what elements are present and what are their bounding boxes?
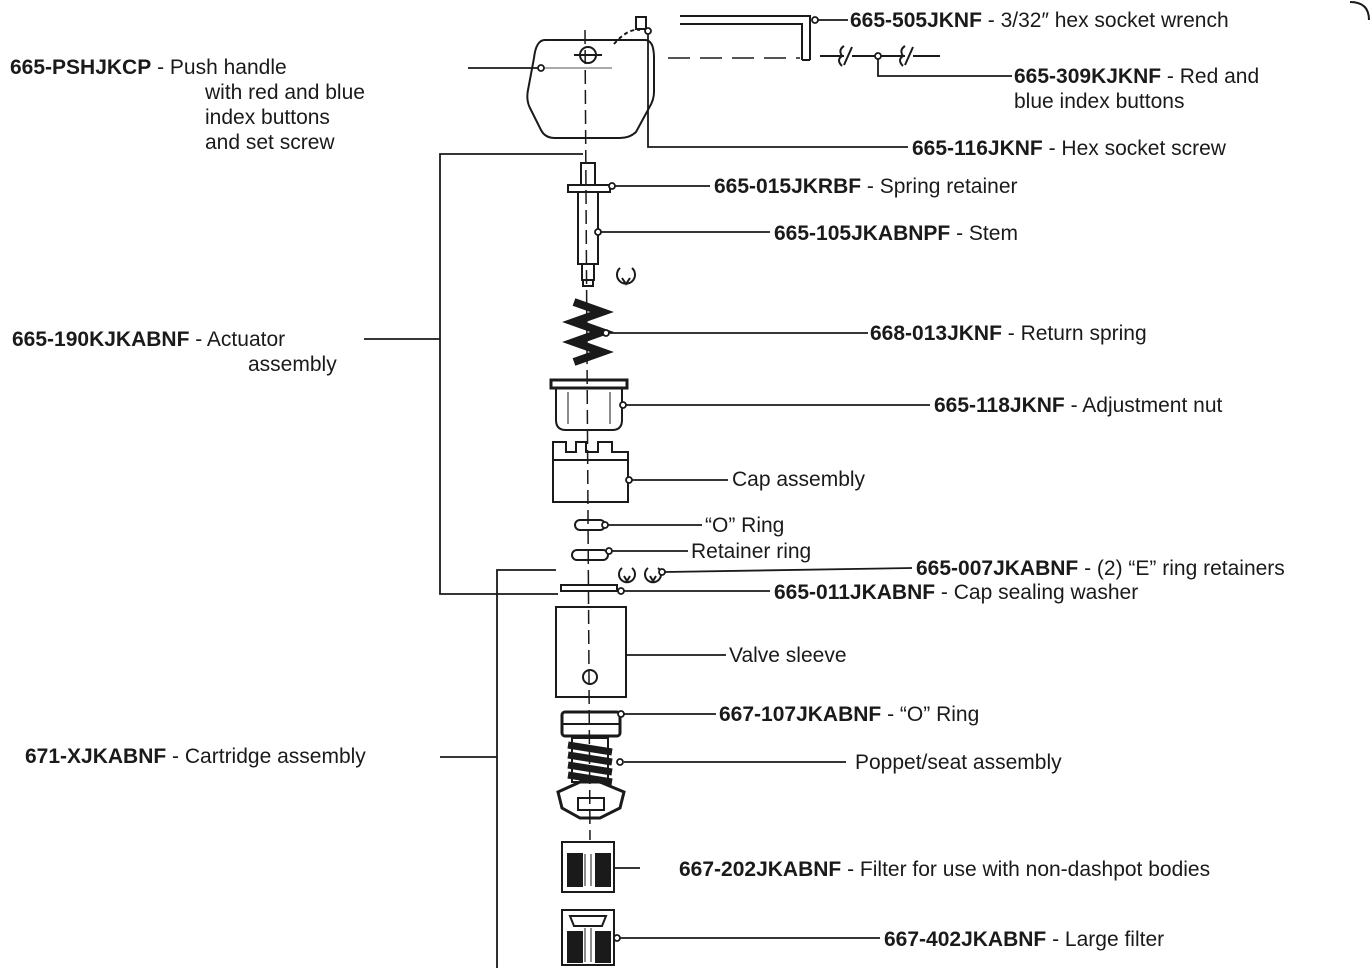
- label-116: 665-116JKNF - Hex socket screw: [912, 137, 1226, 160]
- label-actuator: 665-190KJKABNF - Actuator assembly: [12, 328, 337, 376]
- cap-assembly-drawing: [552, 441, 629, 503]
- label-007: 665-007JKABNF - (2) “E” ring retainers: [916, 557, 1285, 580]
- label-118: 665-118JKNF - Adjustment nut: [934, 394, 1223, 417]
- o-ring-drawing: [574, 519, 606, 531]
- push-handle-drawing: [526, 16, 655, 139]
- label-013: 668-013JKNF - Return spring: [870, 322, 1147, 345]
- return-spring-drawing: [562, 298, 614, 366]
- leader-lines: [364, 16, 1012, 968]
- filter-202-drawing: [561, 841, 615, 893]
- frame-corner: [1349, 1, 1370, 21]
- poppet-seat-drawing: [556, 710, 626, 820]
- valve-sleeve-drawing: [555, 606, 627, 698]
- retainer-ring-drawing: [571, 549, 609, 561]
- label-011: 665-011JKABNF - Cap sealing washer: [774, 581, 1139, 604]
- label-402: 667-402JKABNF - Large filter: [884, 928, 1165, 951]
- stem-drawing: [567, 162, 636, 287]
- label-cap-assembly: Cap assembly: [732, 468, 866, 491]
- label-push-handle: 665-PSHJKCP - Push handle with red and b…: [10, 56, 365, 154]
- label-retainer-ring: Retainer ring: [691, 540, 812, 563]
- e-ring-retainers-drawing: [618, 567, 662, 584]
- filter-402-drawing: [561, 909, 615, 966]
- label-105: 665-105JKABNPF - Stem: [774, 222, 1018, 245]
- adjustment-nut-drawing: [549, 378, 629, 431]
- cap-sealing-washer-drawing: [560, 584, 618, 592]
- label-cartridge: 671-XJKABNF - Cartridge assembly: [25, 745, 366, 768]
- label-valve-sleeve: Valve sleeve: [729, 644, 847, 667]
- label-poppet: Poppet/seat assembly: [855, 751, 1062, 774]
- label-015: 665-015JKRBF - Spring retainer: [714, 175, 1018, 198]
- label-309: 665-309KJKNF - Red and blue index button…: [1014, 65, 1260, 113]
- label-o-ring: “O” Ring: [705, 514, 785, 537]
- label-202: 667-202JKABNF - Filter for use with non-…: [679, 858, 1211, 881]
- hex-wrench-drawing: [668, 15, 811, 61]
- label-107: 667-107JKABNF - “O” Ring: [719, 703, 980, 726]
- label-505: 665-505JKNF - 3/32″ hex socket wrench: [850, 9, 1229, 32]
- center-axis: [584, 29, 591, 841]
